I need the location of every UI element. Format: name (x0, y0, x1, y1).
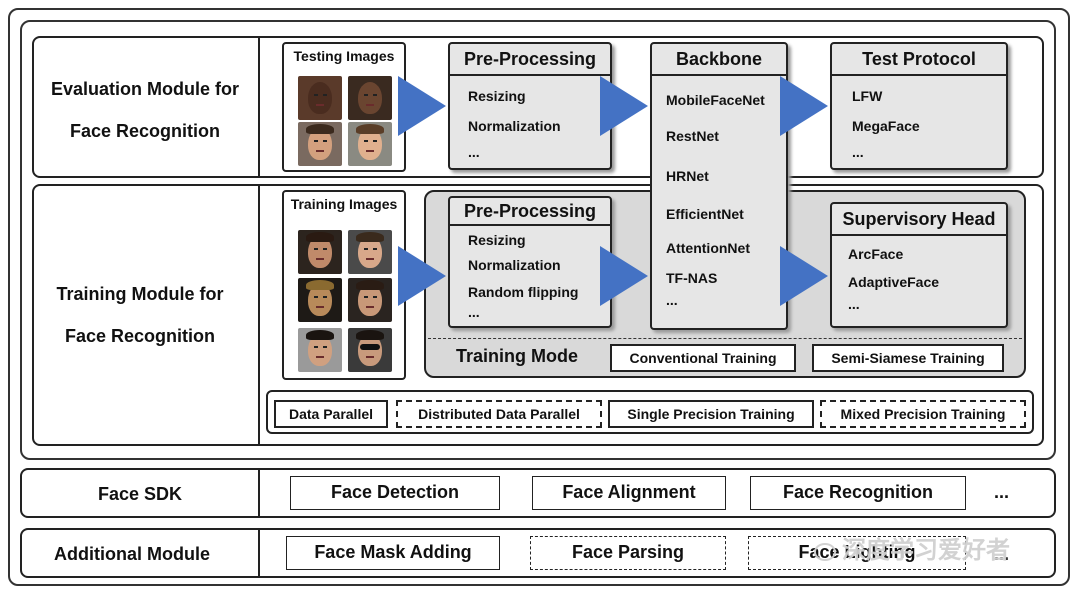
eval-preprocessing-title: Pre-Processing (450, 44, 610, 76)
single-precision-box: Single Precision Training (608, 400, 814, 428)
supervisory-head-item: AdaptiveFace (848, 274, 940, 290)
wechat-icon (814, 542, 836, 561)
training-images-caption: Training Images (290, 196, 398, 212)
training-title-line1: Training Module for (56, 284, 224, 304)
eval-preprocessing-item: ... (468, 144, 480, 160)
training-mode-separator (428, 338, 1022, 339)
test-protocol-item: ... (852, 144, 864, 160)
supervisory-head-title: Supervisory Head (832, 204, 1006, 236)
face-sdk-title: Face SDK (97, 484, 183, 504)
face-recognition-box: Face Recognition (750, 476, 966, 510)
training-mode-label: Training Mode (456, 346, 579, 366)
supervisory-head-item: ArcFace (848, 246, 904, 262)
test-protocol-item: LFW (852, 88, 883, 104)
backbone-item: TF-NAS (666, 270, 718, 286)
training-title-line2: Face Recognition (64, 326, 216, 346)
face-detection-box: Face Detection (290, 476, 500, 510)
evaluation-module-title: Evaluation Module for Face Recognition (34, 68, 256, 152)
watermark: 深度学习爱好者 (814, 530, 1010, 565)
train-face-image (348, 230, 392, 274)
evaluation-title-line1: Evaluation Module for (50, 79, 239, 99)
semi-siamese-training-box: Semi-Siamese Training (812, 344, 1004, 372)
backbone-title: Backbone (652, 44, 786, 76)
data-parallel-box: Data Parallel (274, 400, 388, 428)
mixed-precision-box: Mixed Precision Training (820, 400, 1026, 428)
evaluation-title-line2: Face Recognition (69, 121, 221, 141)
backbone-item: HRNet (666, 168, 709, 184)
train-face-image (298, 278, 342, 322)
training-divider (258, 184, 260, 446)
backbone-box: Backbone MobileFaceNet RestNet HRNet Eff… (650, 42, 788, 330)
training-module-title: Training Module for Face Recognition (34, 273, 246, 357)
backbone-item: AttentionNet (666, 240, 750, 256)
face-sdk-more: ... (994, 482, 1010, 502)
additional-module-title: Additional Module (54, 544, 210, 564)
test-face-image (298, 122, 342, 166)
train-preprocessing-title: Pre-Processing (450, 198, 610, 226)
outer-frame (8, 8, 1070, 586)
train-face-image (348, 278, 392, 322)
train-face-image (298, 328, 342, 372)
parallel-options-frame (266, 390, 1034, 434)
recognition-frame (20, 20, 1056, 460)
train-face-image (298, 230, 342, 274)
test-protocol-item: MegaFace (852, 118, 920, 134)
test-protocol-title: Test Protocol (832, 44, 1006, 76)
test-face-image (348, 122, 392, 166)
train-face-image (348, 328, 392, 372)
train-preprocessing-item: ... (468, 304, 480, 320)
eval-preprocessing-box: Pre-Processing Resizing Normalization ..… (448, 42, 612, 170)
face-mask-adding-box: Face Mask Adding (286, 536, 500, 570)
test-face-image (348, 76, 392, 120)
backbone-item: MobileFaceNet (666, 92, 765, 108)
evaluation-divider (258, 36, 260, 178)
test-protocol-box: Test Protocol LFW MegaFace ... (830, 42, 1008, 170)
backbone-item: ... (666, 292, 678, 308)
face-parsing-box: Face Parsing (530, 536, 726, 570)
watermark-text: 深度学习爱好者 (842, 537, 1010, 564)
conventional-training-box: Conventional Training (610, 344, 796, 372)
test-face-image (298, 76, 342, 120)
supervisory-head-box: Supervisory Head ArcFace AdaptiveFace ..… (830, 202, 1008, 328)
backbone-item: EfficientNet (666, 206, 744, 222)
train-preprocessing-box: Pre-Processing Resizing Normalization Ra… (448, 196, 612, 328)
train-preprocessing-item: Random flipping (468, 284, 579, 300)
eval-preprocessing-item: Resizing (468, 88, 526, 104)
supervisory-head-item: ... (848, 296, 860, 312)
testing-images-box: Testing Images (282, 42, 406, 172)
train-preprocessing-item: Resizing (468, 232, 526, 248)
train-preprocessing-item: Normalization (468, 257, 561, 273)
backbone-item: RestNet (666, 128, 719, 144)
testing-images-caption: Testing Images (293, 48, 395, 64)
additional-more: ... (994, 544, 1010, 564)
face-sdk-divider (258, 468, 260, 518)
eval-preprocessing-item: Normalization (468, 118, 561, 134)
additional-divider (258, 528, 260, 578)
distributed-data-parallel-box: Distributed Data Parallel (396, 400, 602, 428)
face-alignment-box: Face Alignment (532, 476, 726, 510)
